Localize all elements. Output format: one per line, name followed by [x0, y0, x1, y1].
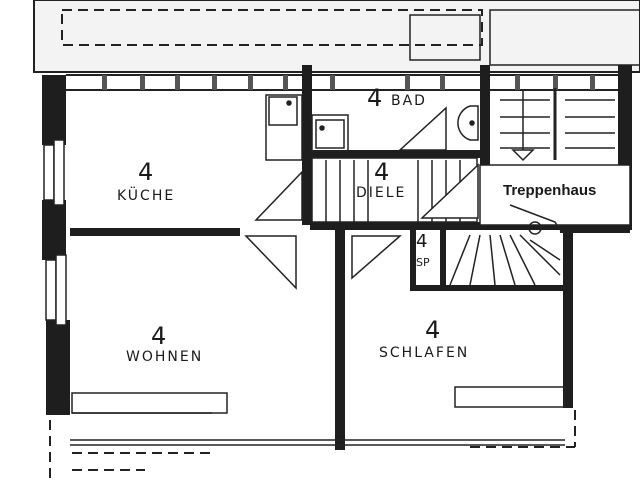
room-label-schlafen: SCHLAFEN [379, 345, 470, 361]
bottom-balcony [49, 410, 576, 480]
bathroom-fixtures [311, 105, 479, 152]
stairwell [449, 88, 631, 286]
room-label-kueche: KÜCHE [117, 188, 176, 204]
room-number-wohnen: 4 [151, 322, 167, 350]
kitchen-counter [265, 94, 303, 161]
room-label-sp: SP [416, 256, 430, 269]
diele-floor [311, 157, 479, 223]
room-number-schlafen: 4 [425, 316, 441, 344]
room-number-bad: 4 [367, 84, 383, 112]
exterior-walls [42, 65, 632, 415]
door-swings [244, 170, 402, 290]
room-number-kueche: 4 [138, 158, 154, 186]
stairwell-label: Treppenhaus [503, 182, 597, 199]
top-window-strip [66, 74, 630, 91]
left-windows [43, 139, 67, 326]
top-balcony [33, 0, 640, 73]
room-label-bad: BAD [391, 93, 427, 109]
room-label-wohnen: WOHNEN [126, 349, 204, 365]
room-number-diele: 4 [374, 158, 390, 186]
room-label-diele: DIELE [356, 185, 407, 201]
room-number-sp: 4 [416, 231, 428, 252]
interior-walls [70, 65, 570, 450]
bottom-windows [70, 386, 566, 446]
